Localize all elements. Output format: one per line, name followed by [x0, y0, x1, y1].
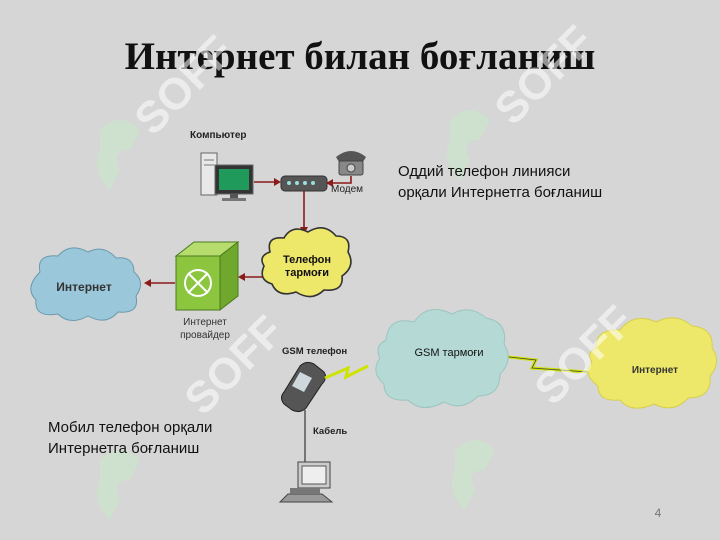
lightning-link-left	[324, 364, 369, 380]
internet-cloud-right	[587, 317, 717, 409]
connection-arrows	[144, 176, 352, 287]
svg-text:SOFF: SOFF	[125, 27, 243, 145]
internet-cloud-left	[30, 247, 141, 321]
page-number: 4	[654, 506, 662, 520]
gsm-phone-icon	[281, 361, 327, 413]
telephone-network-cloud	[261, 227, 352, 298]
computer-icon	[200, 152, 254, 201]
caption-phone-line: Оддий телефон линияси орқали Интернетга …	[398, 161, 658, 203]
computer-label: Компьютер	[190, 130, 247, 141]
telephone-network-label-line2: тармоғи	[285, 267, 329, 279]
gsm-phone-label: GSM телефон	[282, 346, 347, 357]
caption-mobile-1: Мобил телефон орқали	[48, 419, 213, 436]
gsm-network-cloud	[375, 309, 509, 408]
caption-mobile: Мобил телефон орқали Интернетга боғланиш	[48, 417, 278, 459]
modem-label: Модем	[331, 184, 363, 195]
cable-label: Кабель	[313, 426, 347, 437]
internet-provider-icon	[174, 240, 240, 312]
caption-mobile-2: Интернетга боғланиш	[48, 440, 200, 457]
provider-label-line2: провайдер	[180, 330, 230, 341]
provider-label-line1: Интернет	[183, 317, 227, 328]
modem-icon	[280, 175, 328, 192]
computer-icon-bottom	[278, 461, 334, 503]
caption-phone-line-1: Оддий телефон линияси	[398, 163, 571, 180]
internet-label-right: Интернет	[632, 365, 678, 376]
telephone-network-label-line1: Телефон	[283, 254, 331, 266]
slide-title: Интернет билан боғланиш	[124, 35, 596, 78]
caption-phone-line-2: орқали Интернетга боғланиш	[398, 184, 603, 201]
internet-label-left: Интернет	[56, 280, 112, 294]
svg-text:SOFF: SOFF	[485, 17, 603, 135]
telephone-icon	[336, 151, 366, 176]
gsm-network-label: GSM тармоғи	[414, 347, 483, 359]
